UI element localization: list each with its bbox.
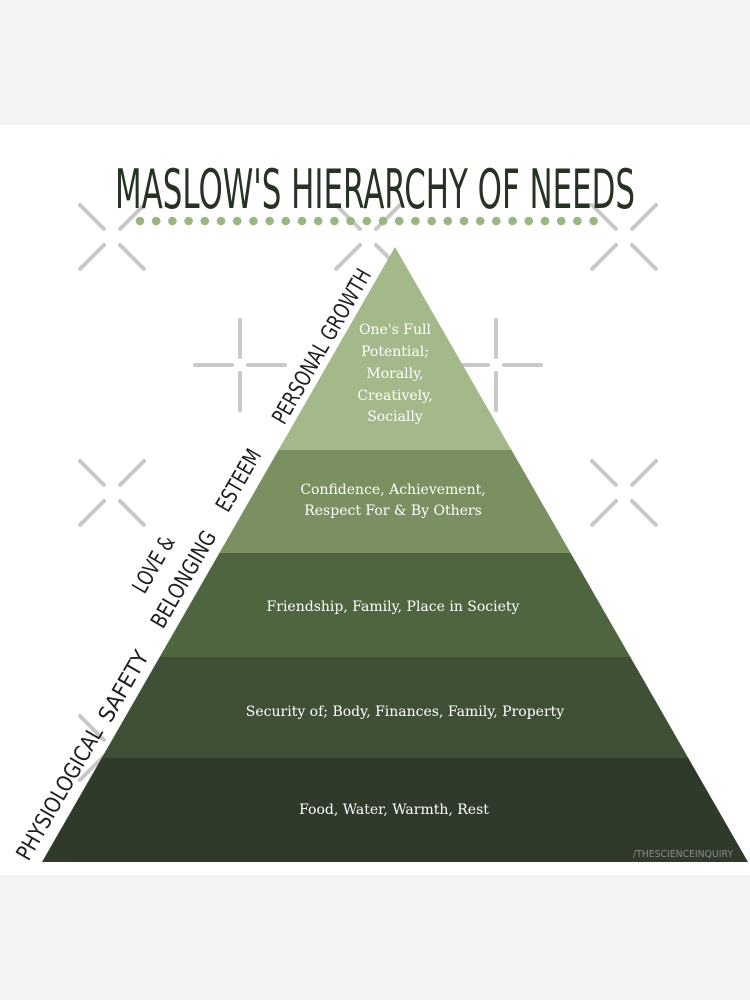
divider-dot	[232, 216, 242, 226]
divider-dot	[151, 216, 161, 226]
level-1-text: Socially	[367, 409, 423, 425]
watermark-plus-icon	[193, 318, 287, 412]
watermark-x-icon	[590, 203, 658, 271]
divider-dot	[573, 216, 582, 226]
divider-dot	[330, 216, 339, 226]
pyramid-level-1	[278, 247, 512, 450]
level-2-text: Confidence, Achievement,	[300, 482, 485, 498]
divider-dot	[135, 216, 145, 226]
divider-dot	[475, 216, 485, 226]
watermark-plus-icon	[449, 318, 543, 412]
pyramid-level-5	[42, 758, 748, 862]
divider-dot	[216, 216, 226, 226]
divider-dot	[589, 216, 598, 226]
divider-dot	[378, 216, 388, 226]
divider-dot	[394, 216, 404, 226]
divider-dot	[346, 216, 355, 226]
level-1-text: Morally,	[366, 366, 423, 382]
dotted-divider	[135, 216, 598, 226]
divider-dot	[184, 216, 193, 226]
divider-dot	[508, 216, 517, 226]
level-5-text: Food, Water, Warmth, Rest	[299, 802, 489, 818]
level-1-text: Potential;	[361, 344, 429, 360]
divider-dot	[443, 216, 453, 226]
divider-dot	[249, 216, 258, 226]
divider-dot	[556, 216, 566, 226]
divider-dot	[281, 216, 291, 226]
level-1-text: Creatively,	[357, 388, 432, 404]
level-2-text: Respect For & By Others	[304, 503, 482, 519]
level-4-text: Security of; Body, Finances, Family, Pro…	[246, 704, 564, 720]
divider-dot	[459, 216, 469, 226]
watermark-x-icon	[78, 203, 146, 271]
divider-dot	[427, 216, 436, 226]
pyramid-level-3	[159, 553, 631, 657]
pyramid-level-2	[219, 450, 571, 553]
divider-dot	[411, 216, 420, 226]
divider-dot	[200, 216, 210, 226]
divider-dot	[524, 216, 534, 226]
level-1-text: One's Full	[359, 322, 431, 338]
pyramid-level-4	[101, 657, 689, 758]
credit-text: /THESCIENCEINQUIRY	[633, 849, 734, 860]
divider-dot	[492, 216, 501, 226]
divider-dot	[168, 216, 177, 226]
level-3-text: Friendship, Family, Place in Society	[267, 599, 520, 615]
watermark-x-icon	[334, 203, 402, 271]
divider-dot	[265, 216, 274, 226]
divider-dot	[297, 216, 307, 226]
watermark-x-icon	[78, 459, 146, 527]
watermark-x-icon	[590, 459, 658, 527]
divider-dot	[313, 216, 323, 226]
divider-dot	[362, 216, 372, 226]
diagram-title: MASLOW'S HIERARCHY OF NEEDS	[115, 158, 635, 221]
divider-dot	[540, 216, 550, 226]
